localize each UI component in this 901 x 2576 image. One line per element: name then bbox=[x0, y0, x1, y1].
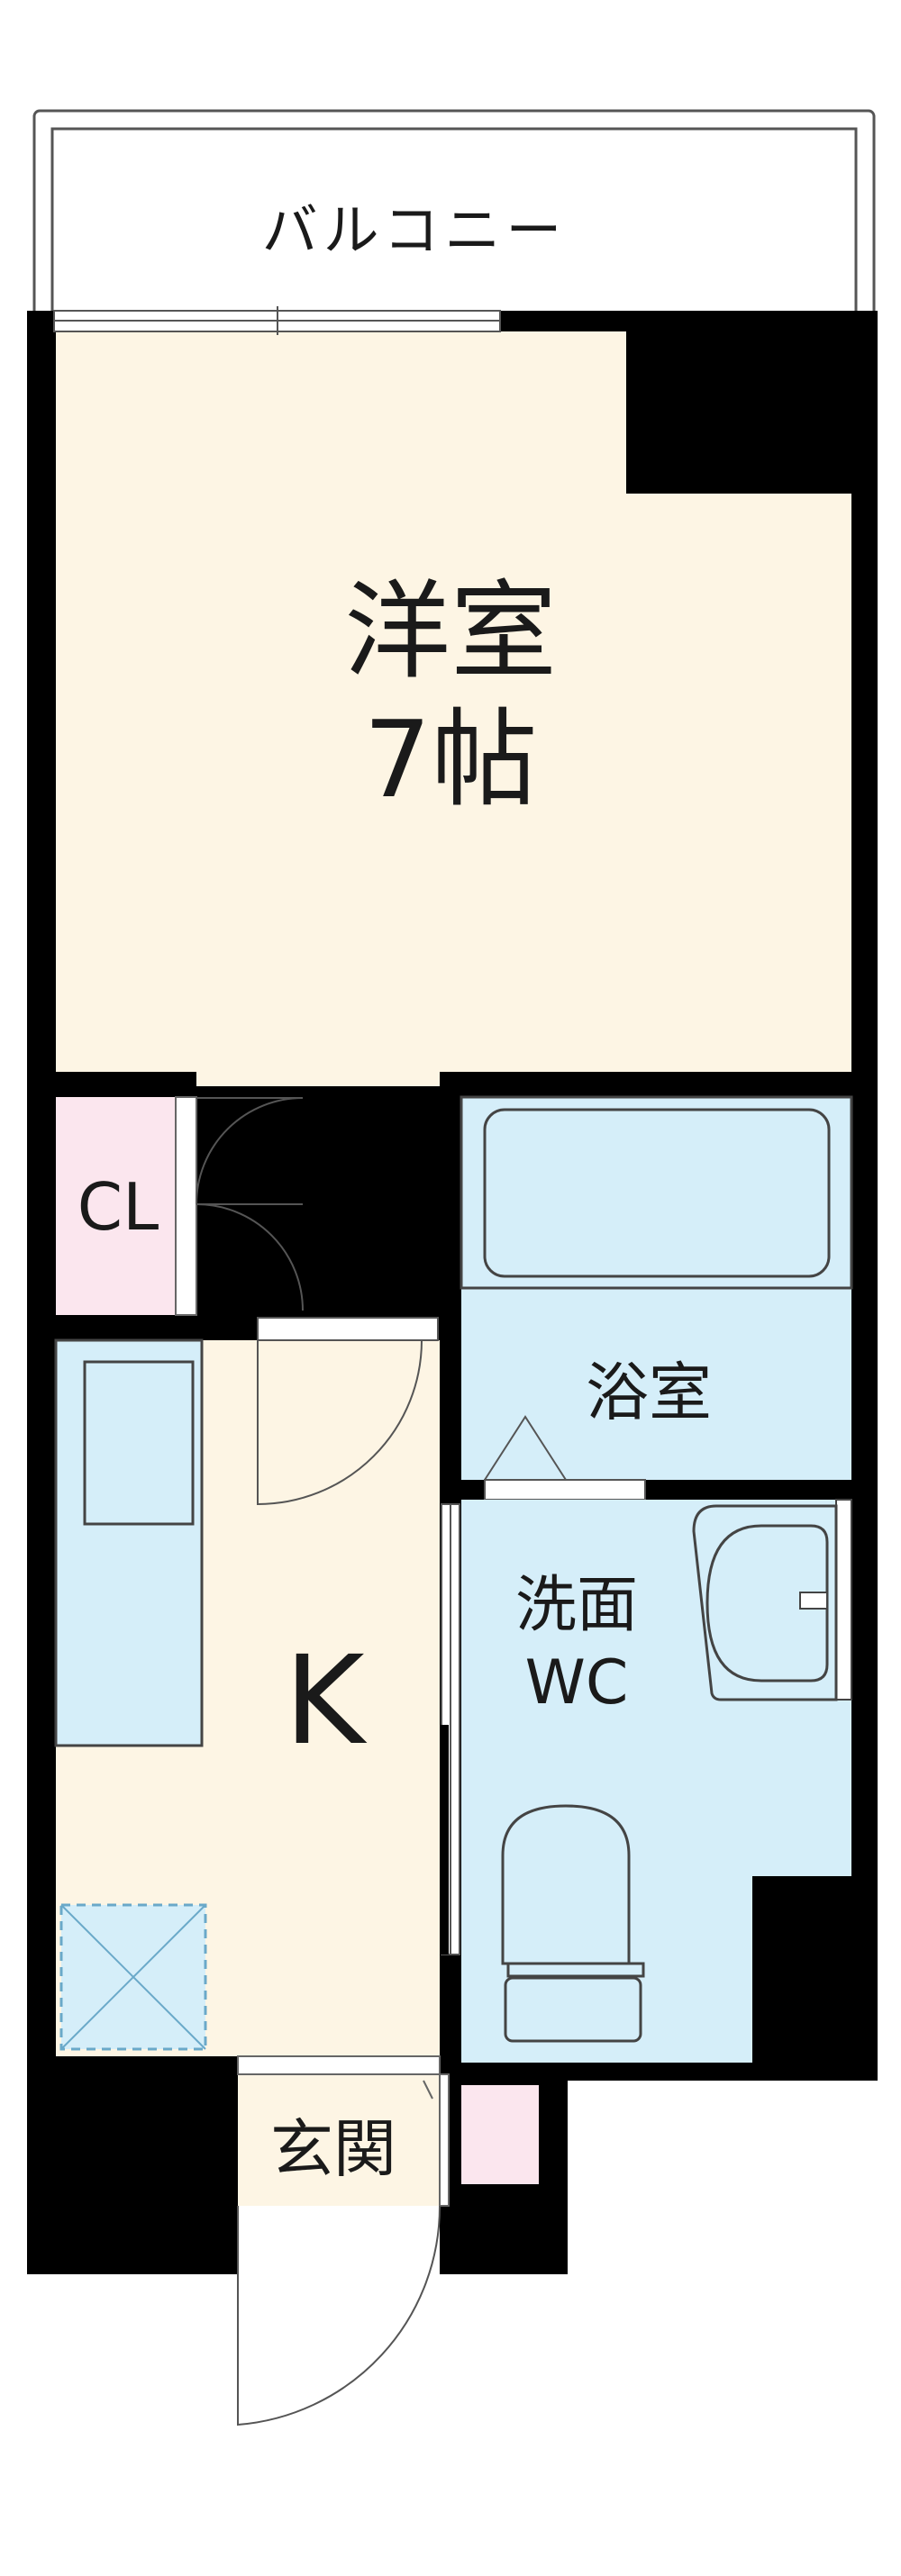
washroom-labels: 洗面 WC bbox=[487, 1567, 667, 1722]
western-room-size: 7帖 bbox=[363, 697, 538, 821]
balcony bbox=[32, 109, 876, 322]
entrance-label: 玄関 bbox=[270, 2112, 396, 2186]
balcony-window bbox=[53, 306, 501, 335]
kitchen-counter bbox=[54, 1338, 204, 1747]
closet-doors bbox=[196, 1097, 304, 1311]
closet-label: CL bbox=[77, 1169, 159, 1245]
exterior-notch bbox=[568, 2081, 878, 2274]
toilet bbox=[501, 1804, 645, 2043]
entrance bbox=[237, 2055, 450, 2207]
kitchen-door bbox=[257, 1317, 439, 1506]
shoe-box bbox=[461, 2085, 539, 2184]
western-room-label: 洋室 bbox=[343, 569, 557, 694]
balcony-label: バルコニー bbox=[261, 197, 568, 263]
western-room-labels: 洋室 7帖 bbox=[270, 567, 631, 823]
bathroom-label: 浴室 bbox=[586, 1356, 712, 1429]
front-door bbox=[237, 2205, 441, 2426]
toilet-label: WC bbox=[524, 1647, 629, 1719]
western-room bbox=[56, 331, 851, 1086]
kitchen-label: K bbox=[284, 1630, 365, 1773]
bathroom bbox=[460, 1095, 853, 1480]
wash-basin bbox=[692, 1499, 852, 1701]
fridge-space bbox=[59, 1903, 207, 2051]
washroom-label: 洗面 bbox=[514, 1570, 638, 1641]
closet bbox=[56, 1096, 197, 1316]
washroom-sliding-door bbox=[440, 1503, 460, 1955]
